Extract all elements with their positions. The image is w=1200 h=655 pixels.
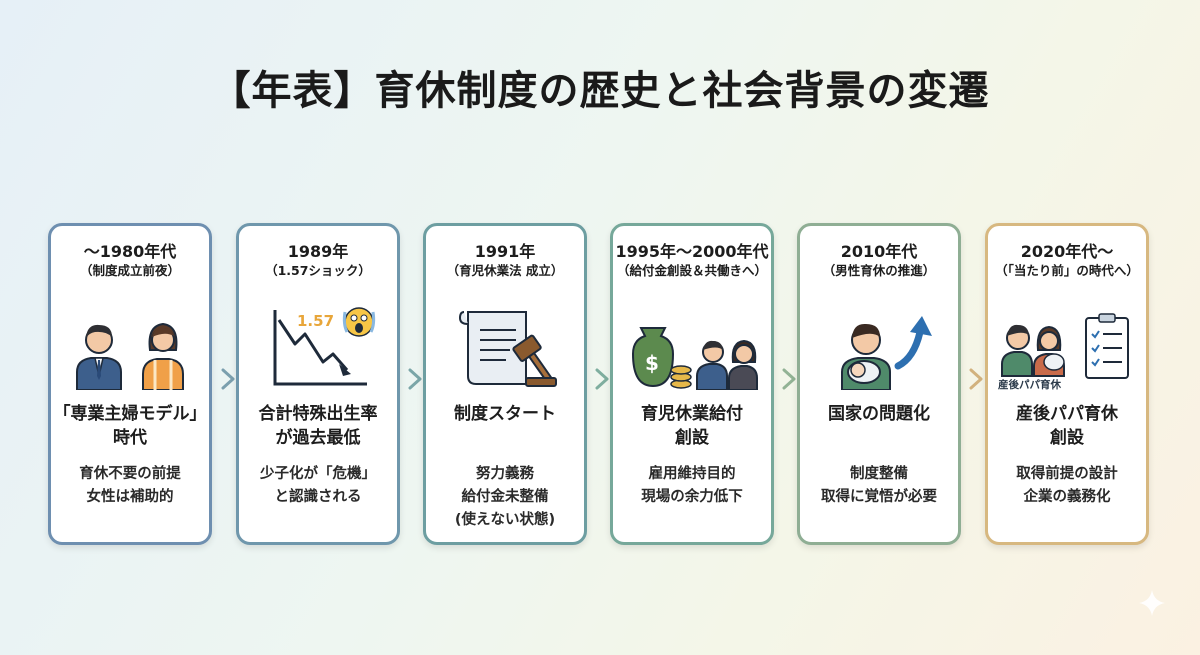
card-heading: 産後パパ育休 創設 xyxy=(1016,404,1118,448)
card-heading: 育児休業給付 創設 xyxy=(641,404,743,448)
card-subtitle: （給付金創設＆共働きへ） xyxy=(616,263,767,278)
card-period: 2020年代〜 xyxy=(1020,242,1114,261)
chart-value-label: 1.57 xyxy=(297,312,334,330)
page-title: 【年表】育休制度の歴史と社会背景の変遷 xyxy=(210,68,990,114)
declining-chart-icon: 1.57 xyxy=(273,307,376,386)
money-and-workers-icon: $ xyxy=(631,327,758,390)
card-period: 1995年〜2000年代 xyxy=(615,242,769,261)
timeline-card-1980s: 〜1980年代 （制度成立前夜） 「専業主婦モデル」 時代 育休不要の前提 女性… xyxy=(48,223,212,545)
chevron-right-icon xyxy=(969,368,983,390)
worker-couple-icon xyxy=(696,339,758,390)
tag-label: 産後パパ育休 xyxy=(998,378,1061,390)
timeline-card-2020s: 2020年代〜 （「当たり前」の時代へ） 産後パパ育休 産後パパ育休 創設 取得… xyxy=(985,223,1149,545)
chevron-right-icon xyxy=(595,368,609,390)
money-bag-icon: $ xyxy=(631,327,675,388)
card-description: 努力義務 給付金未整備 (使えない状態) xyxy=(454,466,556,528)
checklist-icon xyxy=(1085,313,1129,379)
up-arrow-icon xyxy=(894,316,932,370)
card-subtitle: （「当たり前」の時代へ） xyxy=(995,263,1139,278)
card-period: 〜1980年代 xyxy=(83,242,177,261)
card-subtitle: （1.57ショック） xyxy=(265,263,371,278)
timeline-card-1995-2000s: 1995年〜2000年代 （給付金創設＆共働きへ） $ 育児休業給付 創設 雇用… xyxy=(610,223,774,545)
document-gavel-icon xyxy=(458,311,557,387)
coins-icon xyxy=(670,365,692,389)
couple-icon xyxy=(76,322,184,390)
family-checklist-icon: 産後パパ育休 xyxy=(998,313,1129,390)
card-subtitle: （制度成立前夜） xyxy=(79,263,180,278)
card-description: 少子化が「危機」 と認識される xyxy=(260,466,376,505)
chevron-right-icon xyxy=(782,368,796,390)
chevron-right-icon xyxy=(408,368,422,390)
chevron-right-icon xyxy=(221,368,235,390)
card-subtitle: （育児休業法 成立） xyxy=(446,263,564,278)
family-icon xyxy=(1001,324,1065,377)
card-description: 制度整備 取得に覚悟が必要 xyxy=(821,466,937,505)
card-heading: 合計特殊出生率 が過去最低 xyxy=(258,404,378,448)
card-subtitle: （男性育休の推進） xyxy=(822,263,936,278)
card-period: 1991年 xyxy=(474,242,536,261)
card-description: 雇用維持目的 現場の余力低下 xyxy=(641,466,743,505)
card-description: 育休不要の前提 女性は補助的 xyxy=(79,466,181,505)
card-period: 1989年 xyxy=(287,242,349,261)
card-period: 2010年代 xyxy=(840,242,918,261)
timeline-card-2010s: 2010年代 （男性育休の推進） 国家の問題化 制度整備 取得に覚悟が必要 xyxy=(797,223,961,545)
scared-face-icon xyxy=(342,307,376,337)
svg-text:$: $ xyxy=(645,351,659,375)
sparkle-icon xyxy=(1139,590,1165,616)
card-description: 取得前提の設計 企業の義務化 xyxy=(1016,466,1118,505)
card-heading: 「専業主婦モデル」 時代 xyxy=(53,404,207,448)
timeline-card-1989: 1989年 （1.57ショック） 1.57 合計特殊出生率 が過去最低 少子化が… xyxy=(236,223,400,545)
card-heading: 国家の問題化 xyxy=(828,404,930,424)
timeline-card-1991: 1991年 （育児休業法 成立） 制度スタート 努力義務 給付金未整備 (使えな… xyxy=(423,223,587,545)
father-baby-icon xyxy=(841,316,932,390)
card-heading: 制度スタート xyxy=(454,404,556,424)
